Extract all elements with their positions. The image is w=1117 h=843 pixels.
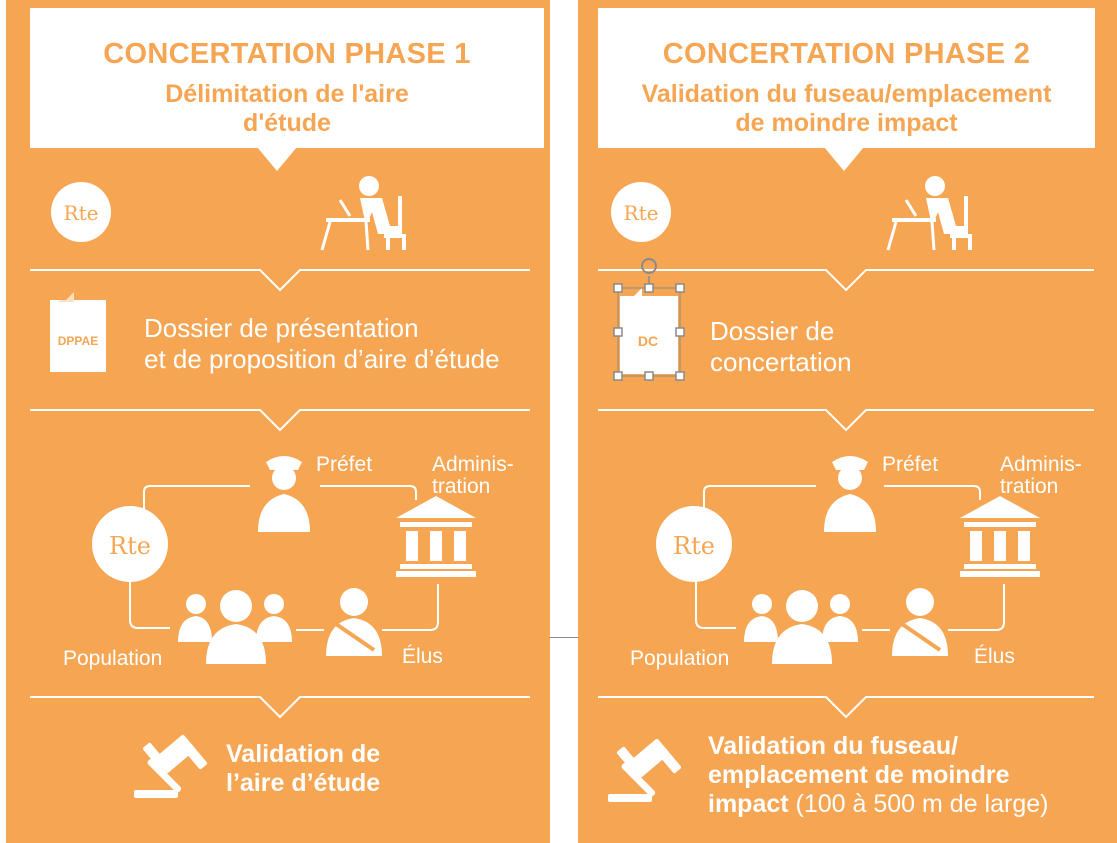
rte-logo: Rte bbox=[51, 182, 111, 242]
svg-text:Rte: Rte bbox=[109, 532, 151, 560]
dossier-line: Dossier de présentation bbox=[144, 313, 419, 343]
validation-line: emplacement de moindre bbox=[708, 761, 1010, 789]
dossier-line: Dossier de bbox=[710, 316, 835, 346]
validation-line: l’aire d’étude bbox=[226, 769, 381, 797]
dossier-label: Dossier de concertation bbox=[710, 316, 852, 378]
dossier-line: et de proposition d’aire d’étude bbox=[144, 344, 500, 374]
phase-1-header: CONCERTATION PHASE 1 Délimitation de l'a… bbox=[30, 8, 544, 148]
validation-text: Validation du fuseau/ emplacement de moi… bbox=[708, 732, 1048, 819]
phase-1-subtitle-line: Délimitation de l'aire bbox=[165, 80, 409, 108]
actor-connectors bbox=[129, 485, 439, 631]
phase-1-subtitle-line: d'étude bbox=[243, 109, 331, 137]
gavel-icon bbox=[608, 738, 682, 802]
prefet-label: Préfet bbox=[882, 453, 939, 476]
administration-line: Adminis- bbox=[1000, 453, 1082, 476]
phase-2-subtitle: Validation du fuseau/emplacement de moin… bbox=[598, 80, 1095, 138]
divider-line bbox=[550, 637, 578, 638]
phase-1-panel: CONCERTATION PHASE 1 Délimitation de l'a… bbox=[6, 0, 550, 843]
administration-line: tration bbox=[1000, 475, 1059, 498]
police-officer-icon bbox=[258, 456, 310, 532]
person-at-desk-icon bbox=[320, 176, 406, 251]
document-icon[interactable]: DC bbox=[620, 288, 678, 374]
validation-text: Validation de l’aire d’étude bbox=[226, 740, 380, 798]
elected-official-icon bbox=[892, 588, 948, 656]
administration-label: Adminis- tration bbox=[432, 454, 514, 498]
rte-logo: Rte bbox=[92, 506, 168, 582]
validation-line: Validation du fuseau/ bbox=[708, 732, 959, 760]
actor-connectors bbox=[695, 485, 1005, 631]
validation-line: Validation de bbox=[226, 740, 381, 768]
svg-text:DPPAE: DPPAE bbox=[58, 334, 98, 348]
document-icon: DPPAE bbox=[50, 290, 106, 372]
elected-official-icon bbox=[326, 588, 382, 656]
phase-2-title: CONCERTATION PHASE 2 bbox=[662, 38, 1031, 70]
rte-logo: Rte bbox=[611, 182, 671, 242]
government-building-icon bbox=[396, 496, 476, 577]
phase-1-title: CONCERTATION PHASE 1 bbox=[103, 38, 471, 70]
elus-label: Élus bbox=[402, 645, 443, 668]
population-label: Population bbox=[630, 647, 730, 670]
phase-2-subtitle-line: de moindre impact bbox=[735, 109, 958, 137]
phase-2-header: CONCERTATION PHASE 2 Validation du fusea… bbox=[598, 8, 1095, 148]
group-of-people-icon bbox=[178, 590, 292, 664]
phase-1-graphics: Rte DPPAE Rte bbox=[30, 176, 530, 798]
phase-1-subtitle: Délimitation de l'aire d'étude bbox=[30, 80, 544, 138]
phase-2-graphics: Rte DC bbox=[598, 176, 1094, 802]
phase-2-subtitle-line: Validation du fuseau/emplacement bbox=[641, 80, 1052, 108]
header-pointer bbox=[257, 147, 297, 171]
administration-line: tration bbox=[432, 475, 491, 498]
validation-width-note: (100 à 500 m de large) bbox=[788, 790, 1049, 818]
svg-text:DC: DC bbox=[638, 333, 658, 349]
phase-2-panel: CONCERTATION PHASE 2 Validation du fusea… bbox=[578, 0, 1117, 843]
header-pointer bbox=[824, 147, 864, 171]
population-label: Population bbox=[63, 647, 163, 670]
separator bbox=[30, 269, 530, 719]
svg-text:Rte: Rte bbox=[624, 201, 659, 225]
police-officer-icon bbox=[824, 456, 876, 532]
government-building-icon bbox=[960, 496, 1040, 577]
administration-label: Adminis- tration bbox=[1000, 454, 1082, 498]
gavel-icon bbox=[134, 734, 208, 798]
elus-label: Élus bbox=[974, 645, 1015, 668]
dossier-label: Dossier de présentation et de propositio… bbox=[144, 313, 500, 375]
svg-text:Rte: Rte bbox=[64, 201, 99, 225]
administration-line: Adminis- bbox=[432, 453, 514, 476]
validation-line: impact (100 à 500 m de large) bbox=[708, 790, 1048, 819]
validation-bold: impact bbox=[708, 790, 789, 818]
svg-text:Rte: Rte bbox=[673, 532, 715, 560]
person-at-desk-icon bbox=[886, 176, 972, 251]
prefet-label: Préfet bbox=[316, 453, 373, 476]
group-of-people-icon bbox=[744, 590, 858, 664]
selection-handles[interactable] bbox=[613, 258, 685, 381]
separator bbox=[598, 269, 1094, 719]
dossier-line: concertation bbox=[710, 347, 852, 377]
rte-logo: Rte bbox=[656, 506, 732, 582]
